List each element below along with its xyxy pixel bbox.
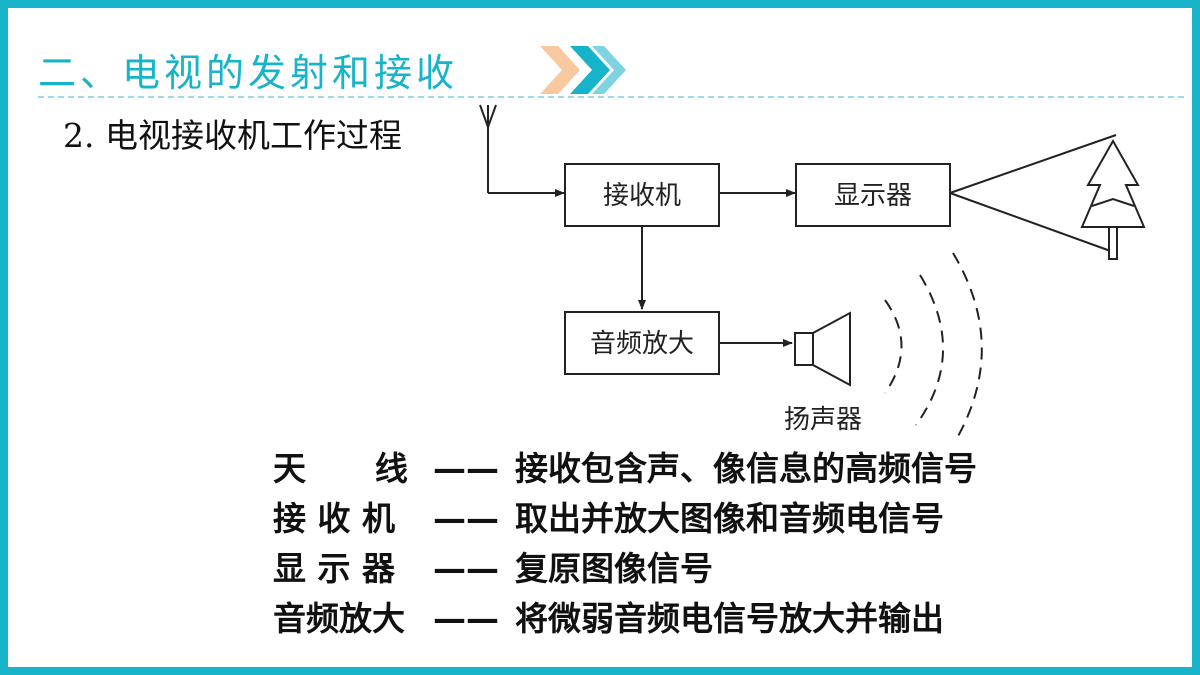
speaker-label: 扬声器 (784, 405, 862, 435)
receiver-label: 接收机 (603, 181, 681, 211)
slide-title: 二、电视的发射和接收 (38, 51, 459, 95)
audio-amp-label: 音频放大 (590, 329, 694, 359)
title-divider (38, 96, 1184, 98)
sound-wave-icon (884, 252, 983, 438)
description-term: 天 线 (273, 449, 408, 488)
description-row: 音频放大 —— 将微弱音频电信号放大并输出 (273, 594, 977, 644)
description-dash: —— (433, 449, 499, 488)
description-text: 接收包含声、像信息的高频信号 (515, 449, 977, 488)
receiver-box (564, 163, 720, 227)
display-label: 显示器 (834, 181, 912, 211)
description-text: 复原图像信号 (515, 549, 713, 588)
description-term: 音频放大 (273, 599, 405, 638)
description-dash: —— (433, 599, 499, 638)
image-projection-cone (949, 134, 1117, 254)
speaker-icon (794, 311, 851, 387)
tree-icon (1080, 138, 1146, 260)
description-term: 接 收 机 (273, 499, 395, 538)
description-dash: —— (433, 549, 499, 588)
component-description-list: 天 线 —— 接收包含声、像信息的高频信号 接 收 机 —— 取出并放大图像和音频电信号… (273, 444, 977, 644)
tv-receiver-diagram: 接收机 显示器 音频放大 扬声器 (479, 104, 1146, 438)
description-row: 显 示 器 —— 复原图像信号 (273, 544, 977, 594)
description-text: 取出并放大图像和音频电信号 (515, 499, 944, 538)
display-box (795, 163, 951, 227)
description-row: 接 收 机 —— 取出并放大图像和音频电信号 (273, 494, 977, 544)
description-row: 天 线 —— 接收包含声、像信息的高频信号 (273, 444, 977, 494)
section-subtitle: 2. 电视接收机工作过程 (63, 116, 402, 155)
antenna-icon (479, 104, 497, 193)
description-text: 将微弱音频电信号放大并输出 (515, 599, 944, 638)
description-term: 显 示 器 (273, 549, 395, 588)
description-dash: —— (433, 499, 499, 538)
chevron-icon (540, 46, 626, 94)
